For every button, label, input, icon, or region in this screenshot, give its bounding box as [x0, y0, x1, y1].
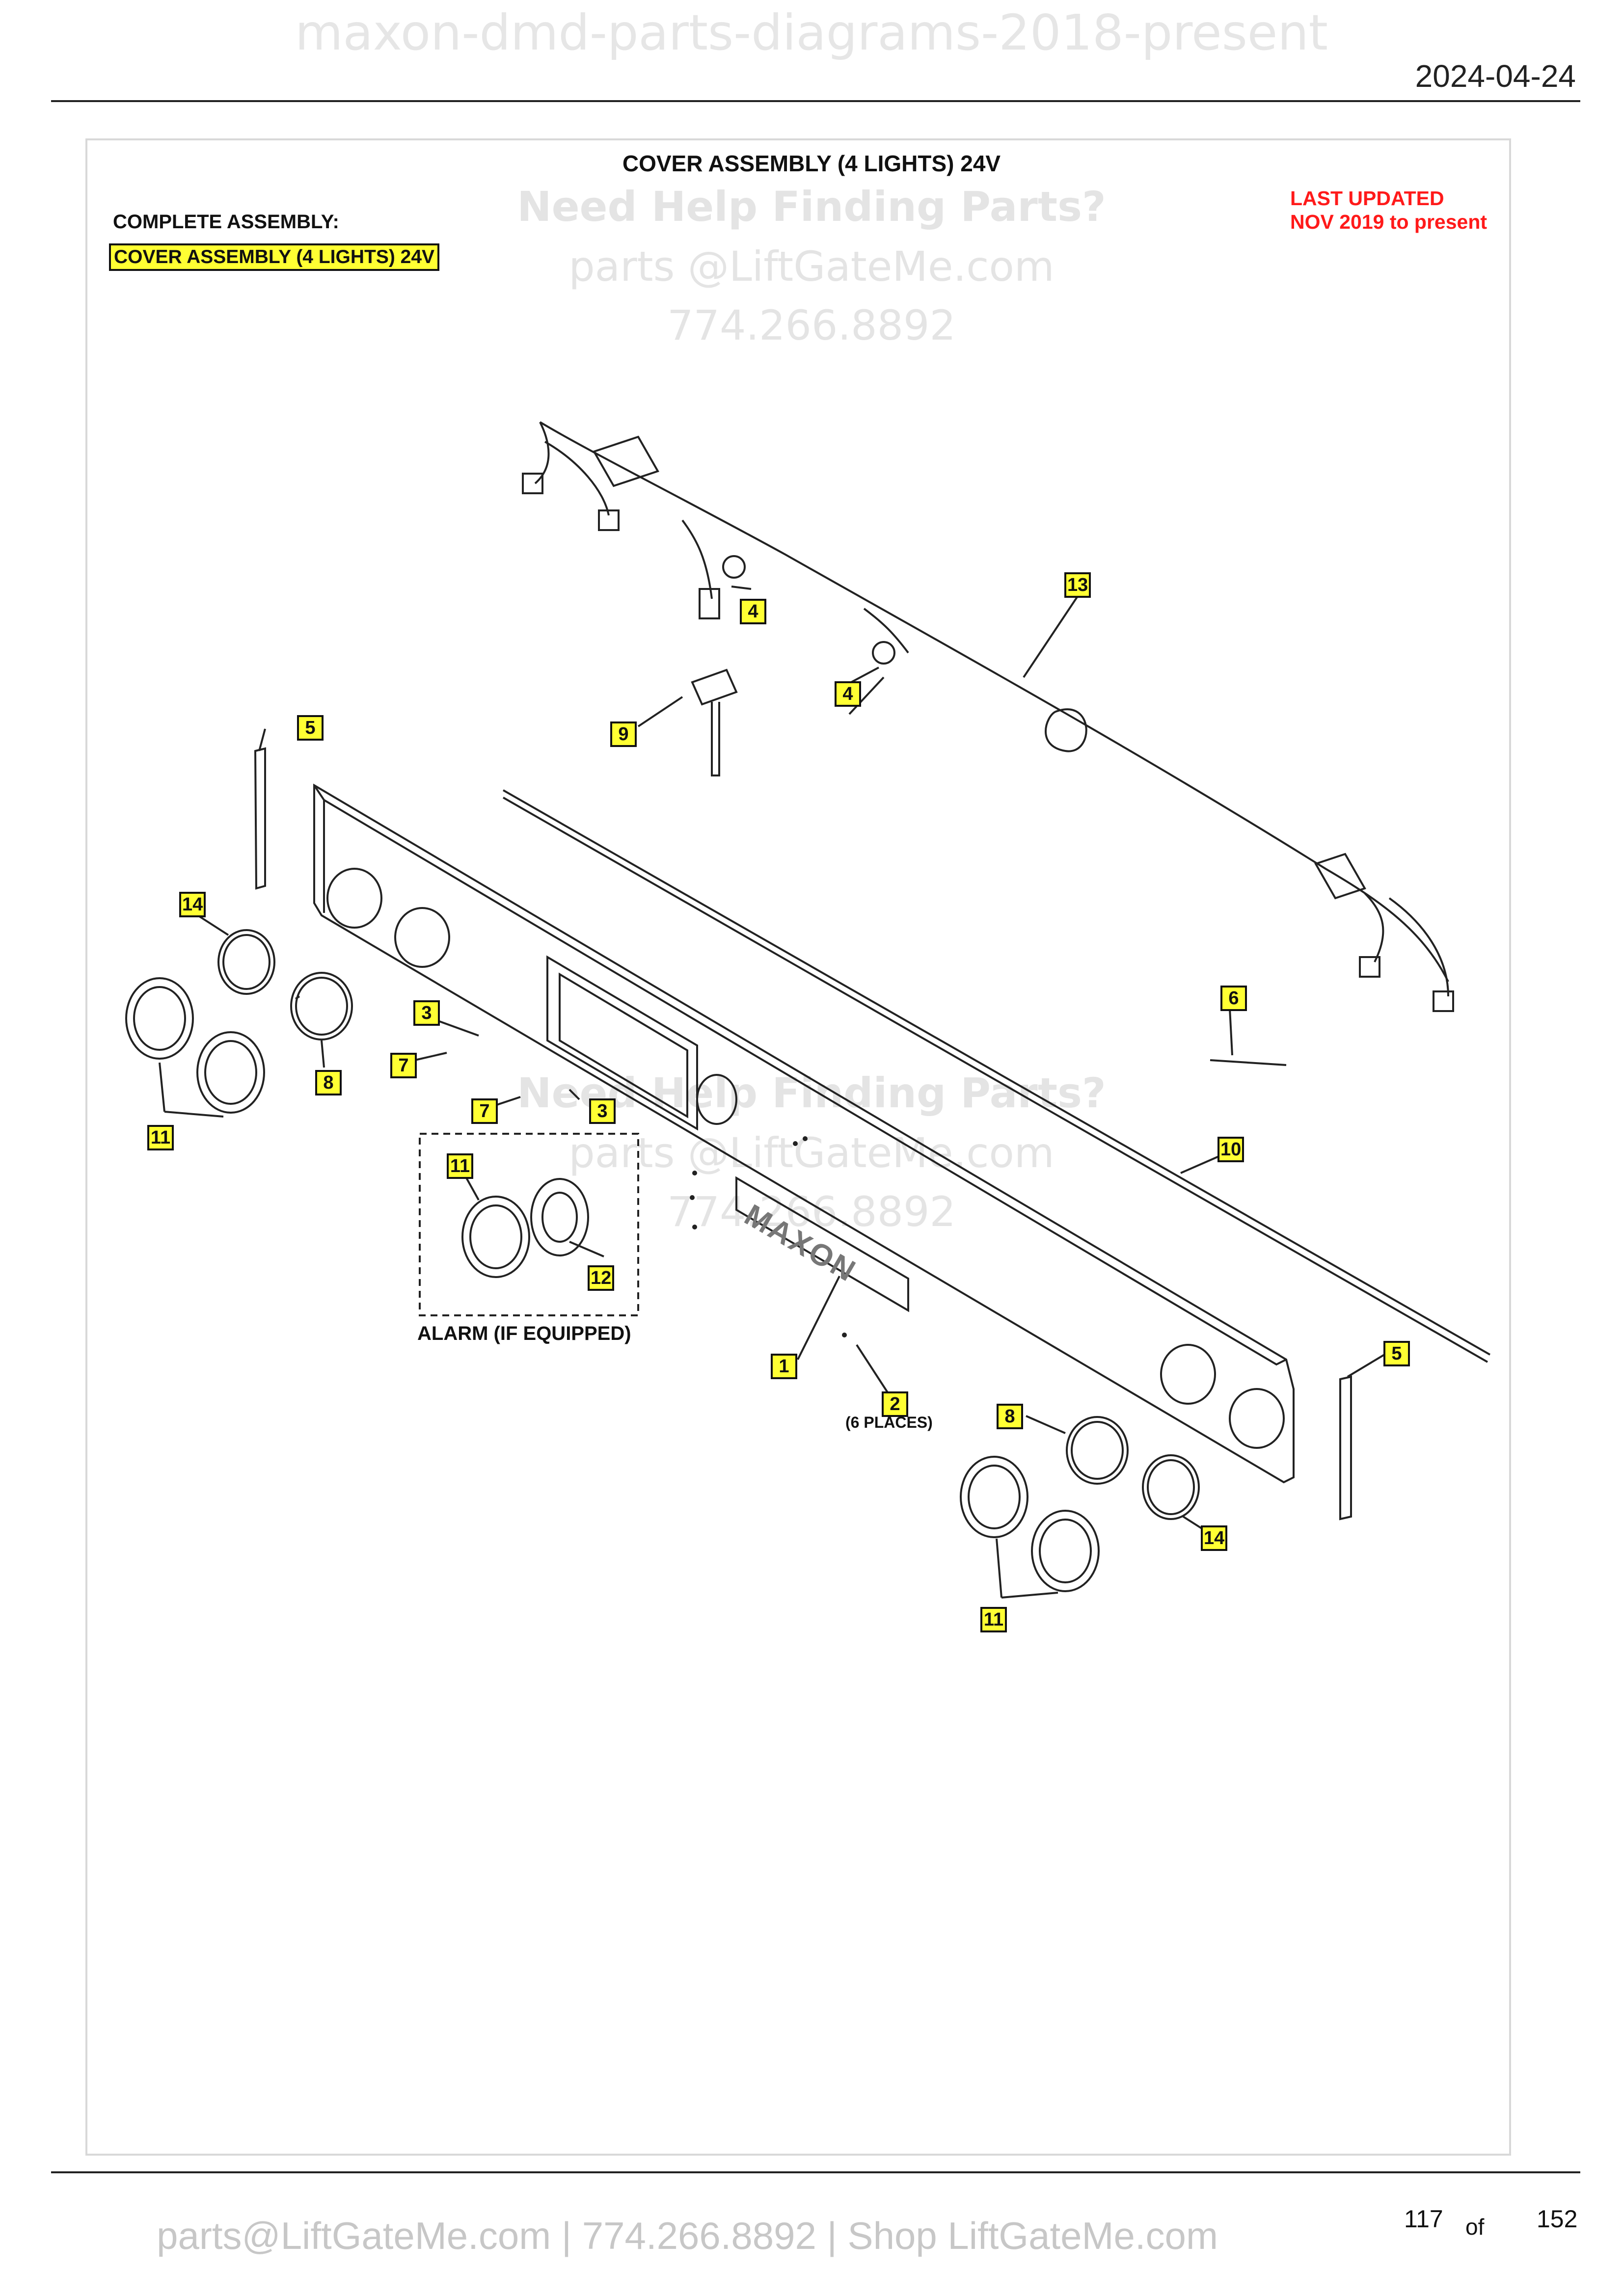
- footer-contact[interactable]: parts@LiftGateMe.com | 774.266.8892 | Sh…: [157, 2214, 1218, 2257]
- header-watermark: maxon-dmd-parts-diagrams-2018-present: [295, 4, 1328, 61]
- grommet-11-alarm: [461, 1196, 530, 1278]
- phone-watermark: 774.266.8892: [667, 301, 956, 349]
- diagram-frame: [85, 138, 1511, 2156]
- lens-14-right: [1142, 1454, 1200, 1520]
- alarm-group-box: [419, 1133, 639, 1316]
- callout-11[interactable]: 11: [447, 1153, 473, 1179]
- light-8-right: [1066, 1416, 1129, 1485]
- cover-panel: [313, 783, 1295, 1484]
- callout-2[interactable]: 2: [882, 1391, 908, 1417]
- callout-14[interactable]: 14: [1201, 1525, 1228, 1551]
- last-updated-line2: NOV 2019 to present: [1290, 211, 1488, 233]
- callout-11[interactable]: 11: [980, 1607, 1007, 1632]
- item-9-part: [691, 668, 738, 776]
- wire-harness: [539, 421, 1449, 982]
- cable-tie: [1210, 1059, 1287, 1066]
- last-updated-line1: LAST UPDATED: [1290, 187, 1444, 210]
- callout-9[interactable]: 9: [610, 721, 637, 747]
- bracket-right: [1339, 1375, 1352, 1521]
- email-watermark: parts @LiftGateMe.com: [568, 242, 1055, 291]
- callout-4[interactable]: 4: [835, 681, 861, 707]
- grommet-11-right-a: [960, 1456, 1028, 1538]
- page-of: of: [1465, 2214, 1485, 2240]
- callout-10[interactable]: 10: [1217, 1137, 1244, 1162]
- callout-3[interactable]: 3: [589, 1098, 616, 1124]
- callout-4[interactable]: 4: [740, 599, 766, 624]
- callout-3[interactable]: 3: [413, 1000, 440, 1026]
- callout-6[interactable]: 6: [1220, 986, 1247, 1011]
- light-8-left: [290, 972, 353, 1041]
- callout-1[interactable]: 1: [771, 1354, 797, 1379]
- callout-5[interactable]: 5: [1383, 1341, 1410, 1366]
- header-rule: [51, 100, 1580, 102]
- weather-strip: [503, 789, 1490, 1363]
- alarm-12: [530, 1178, 589, 1256]
- help-watermark: Need Help Finding Parts?: [517, 183, 1106, 231]
- diagram-title: COVER ASSEMBLY (4 LIGHTS) 24V: [622, 151, 1001, 176]
- callout-12[interactable]: 12: [588, 1265, 615, 1291]
- grommet-11-right-b: [1031, 1510, 1100, 1592]
- brand-plate: [735, 1176, 909, 1312]
- callout-8[interactable]: 8: [997, 1404, 1023, 1429]
- complete-assembly-label: COMPLETE ASSEMBLY:: [113, 211, 339, 233]
- complete-assembly-link[interactable]: COVER ASSEMBLY (4 LIGHTS) 24V: [109, 243, 440, 271]
- callout-8[interactable]: 8: [315, 1070, 342, 1095]
- email-watermark-2: parts @LiftGateMe.com: [568, 1129, 1055, 1177]
- page-current: 117: [1404, 2205, 1443, 2233]
- cover-light-hole: [1229, 1388, 1285, 1449]
- callout-14[interactable]: 14: [179, 892, 206, 917]
- grommet-11-left-b: [196, 1031, 265, 1114]
- callout-7[interactable]: 7: [471, 1098, 498, 1124]
- alarm-label: ALARM (IF EQUIPPED): [417, 1323, 631, 1344]
- phone-watermark-2: 774.266.8892: [667, 1188, 956, 1236]
- page-total: 152: [1537, 2205, 1578, 2233]
- callout-5[interactable]: 5: [297, 715, 324, 741]
- footer-rule: [51, 2171, 1580, 2173]
- callout-7[interactable]: 7: [390, 1053, 417, 1078]
- last-updated: LAST UPDATED NOV 2019 to present: [1290, 187, 1487, 234]
- bracket-left: [254, 747, 266, 890]
- cover-light-hole: [1160, 1344, 1216, 1405]
- grommet-11-left-a: [125, 977, 194, 1060]
- cover-center-hole: [696, 1074, 737, 1125]
- cover-light-hole: [326, 868, 382, 929]
- callout-11[interactable]: 11: [147, 1125, 174, 1150]
- callout-13[interactable]: 13: [1064, 572, 1091, 598]
- document-date: 2024-04-24: [1415, 58, 1576, 94]
- lens-14-left: [217, 929, 275, 995]
- cover-light-hole: [394, 907, 450, 968]
- control-recess: [546, 955, 698, 1131]
